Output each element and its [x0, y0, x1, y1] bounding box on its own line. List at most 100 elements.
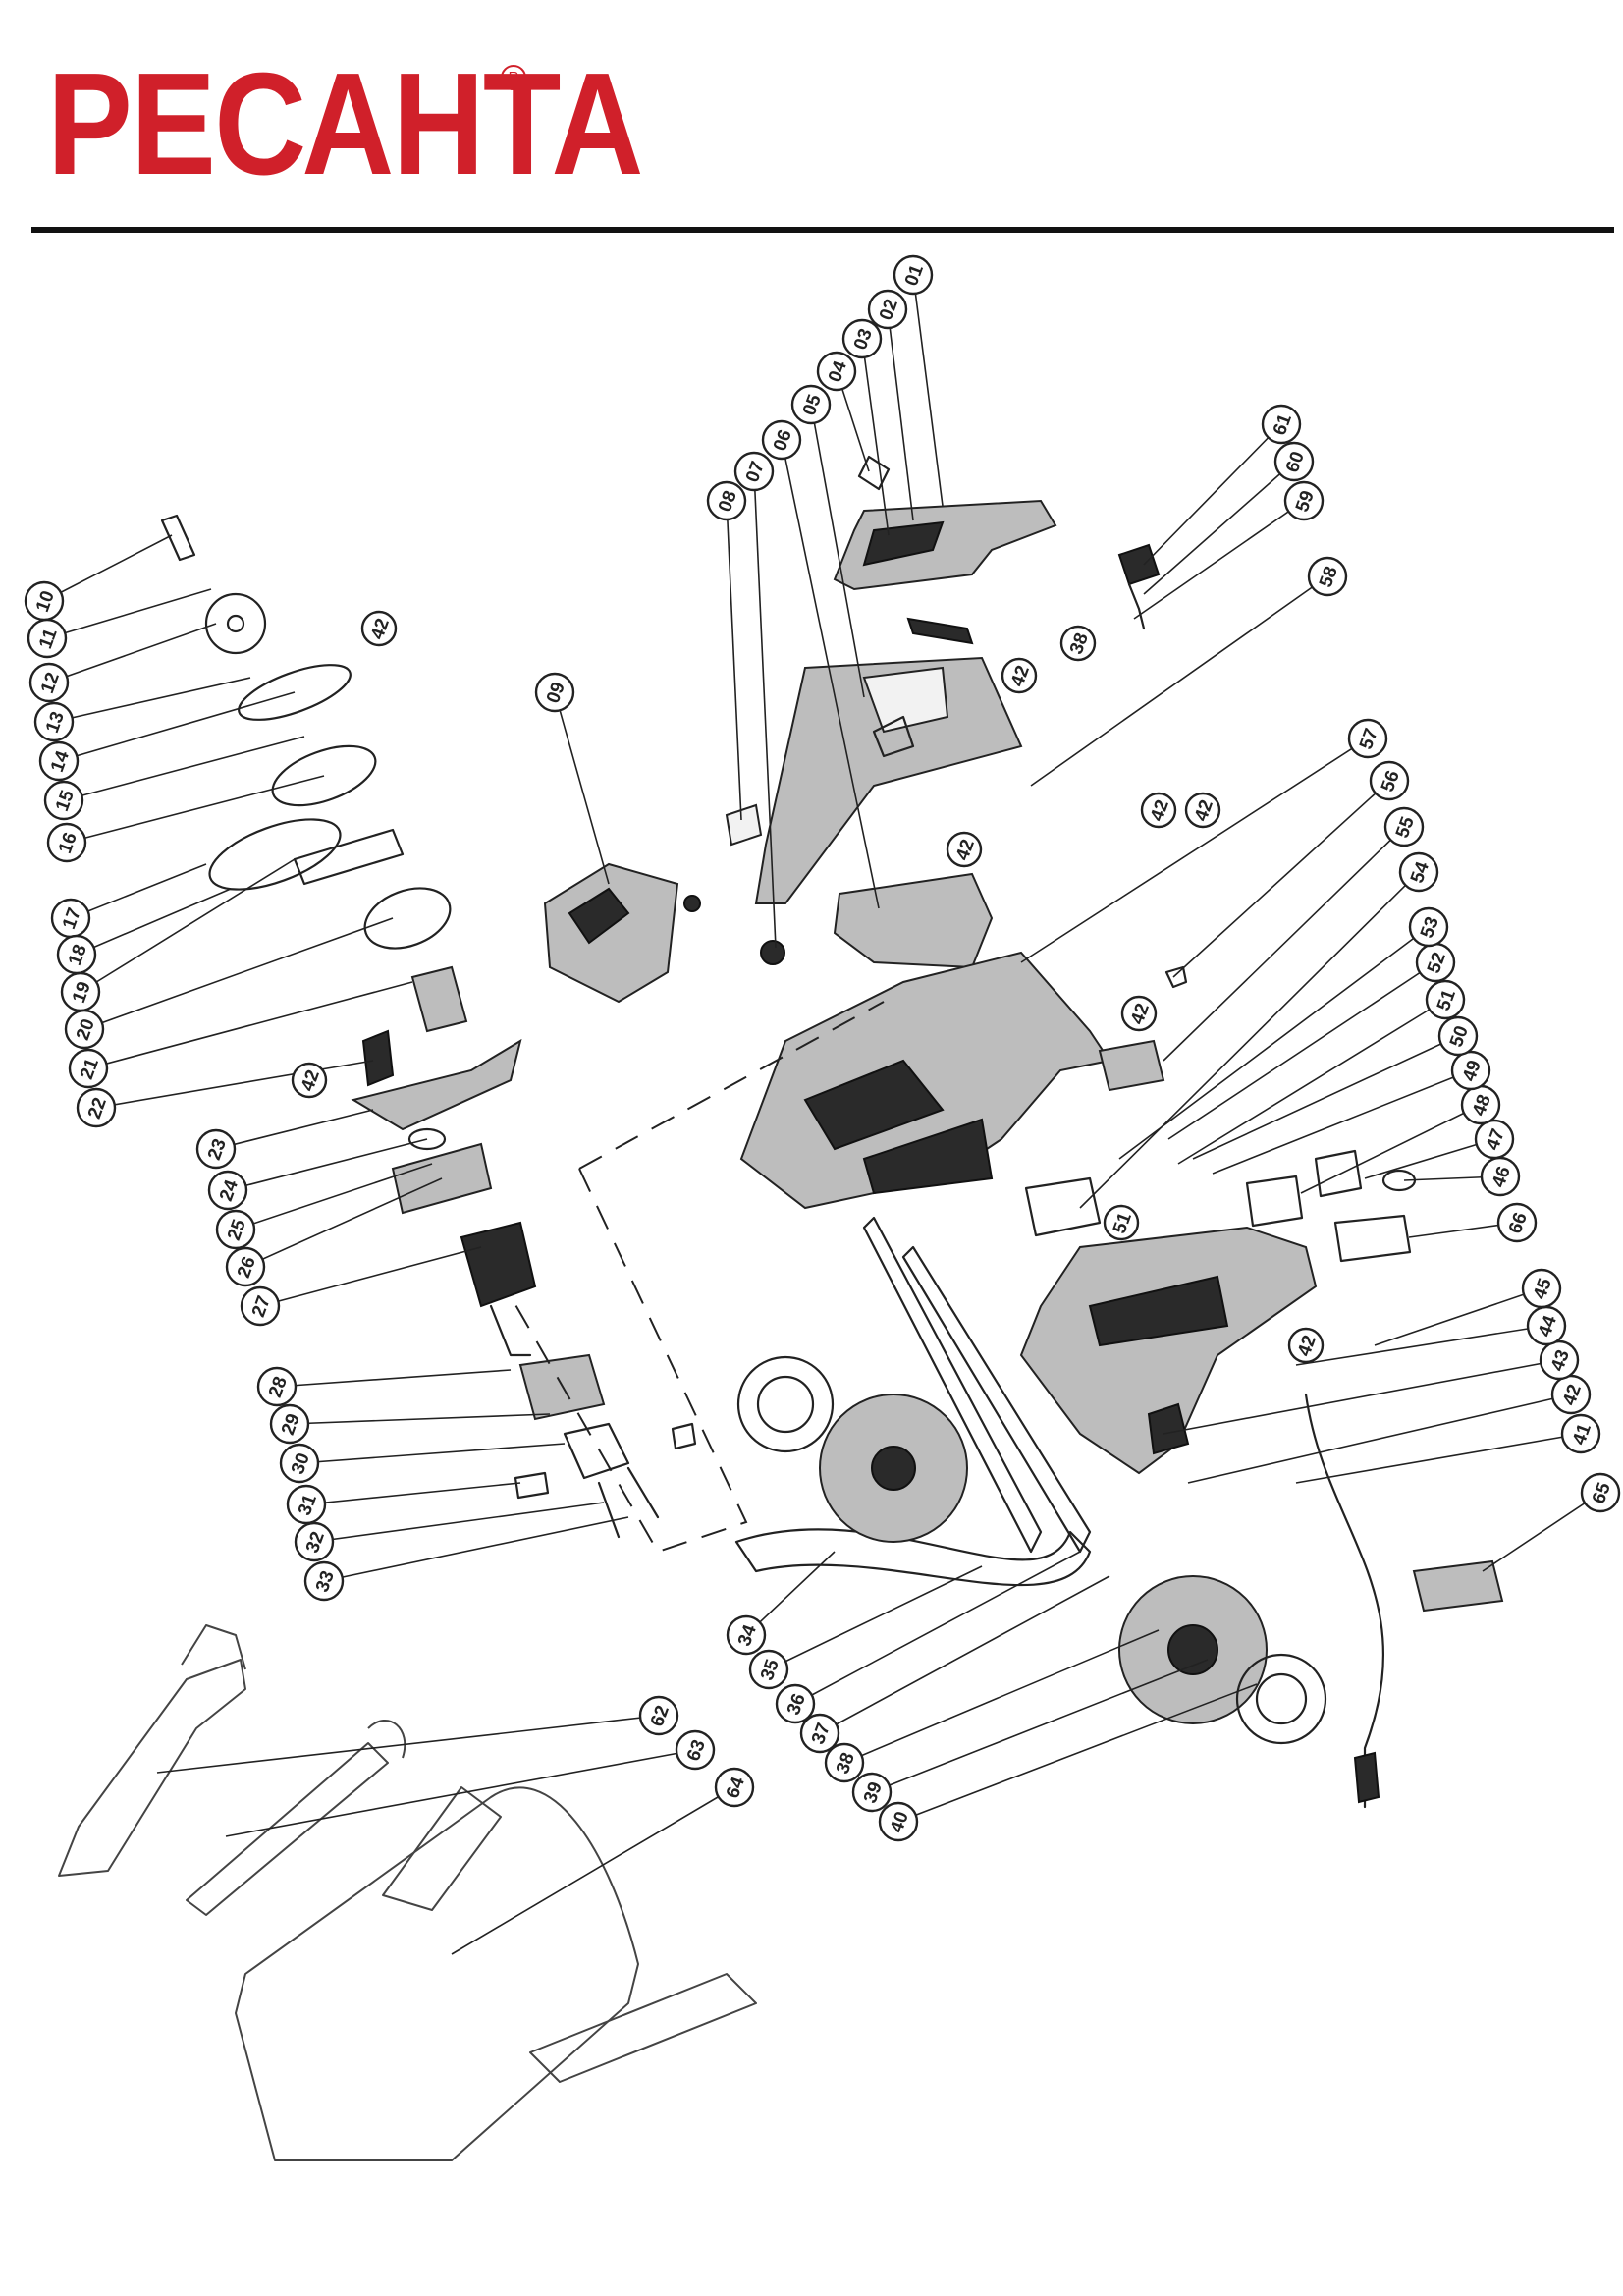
registered-mark: R	[501, 65, 526, 90]
leader-59	[1133, 500, 1305, 620]
leader-47	[1364, 1138, 1495, 1179]
inline-callout-42-1: 42	[360, 610, 398, 647]
callout-40: 40	[878, 1801, 919, 1842]
leader-39	[871, 1659, 1209, 1793]
callout-57: 57	[1347, 718, 1388, 759]
callout-41: 41	[1560, 1413, 1601, 1454]
callout-52: 52	[1415, 942, 1456, 983]
callout-17: 17	[50, 898, 91, 939]
leader-09	[554, 691, 610, 885]
leader-49	[1212, 1069, 1472, 1175]
leader-16	[66, 775, 325, 844]
callout-45: 45	[1521, 1268, 1562, 1309]
callout-39: 39	[851, 1772, 893, 1813]
callout-25: 25	[215, 1209, 256, 1250]
leader-57	[1020, 738, 1369, 963]
callout-37: 37	[799, 1713, 840, 1754]
inline-callout-42-4: 42	[1184, 792, 1221, 829]
leader-45	[1374, 1287, 1542, 1346]
callout-22: 22	[76, 1087, 117, 1128]
callout-32: 32	[294, 1521, 335, 1562]
leader-03	[861, 338, 890, 536]
callout-01: 01	[893, 254, 934, 296]
inline-callout-42-2: 42	[946, 831, 983, 868]
leader-20	[83, 917, 394, 1030]
callout-07: 07	[733, 451, 775, 492]
leader-53	[1118, 926, 1430, 1160]
leader-25	[235, 1163, 433, 1230]
part-shapes	[160, 455, 1504, 1809]
callout-34: 34	[726, 1614, 767, 1656]
callout-47: 47	[1474, 1119, 1515, 1160]
leader-48	[1300, 1104, 1482, 1194]
leader-15	[63, 736, 305, 801]
leader-55	[1163, 826, 1405, 1062]
inline-callout-42-0: 42	[1001, 657, 1038, 694]
callout-35: 35	[748, 1649, 789, 1690]
callout-44: 44	[1526, 1305, 1567, 1346]
leader-38	[843, 1629, 1160, 1764]
leader-50	[1192, 1035, 1459, 1160]
leader-51	[1177, 999, 1446, 1165]
callout-05: 05	[790, 384, 832, 425]
tool-62-handle	[58, 1659, 246, 1877]
leader-31	[305, 1482, 521, 1505]
leader-63	[225, 1749, 696, 1837]
callout-11: 11	[27, 618, 68, 659]
callout-24: 24	[207, 1170, 248, 1211]
inline-callout-42-3: 42	[1140, 792, 1177, 829]
callout-48: 48	[1460, 1084, 1501, 1125]
callout-29: 29	[269, 1403, 310, 1445]
callout-15: 15	[43, 780, 84, 821]
leader-54	[1079, 871, 1420, 1209]
inline-callout-42-7: 42	[1287, 1327, 1325, 1364]
inline-callout-38-8: 38	[1059, 625, 1097, 662]
leader-10	[43, 534, 173, 602]
callout-04: 04	[816, 351, 857, 392]
callout-59: 59	[1283, 480, 1325, 521]
leader-33	[323, 1516, 629, 1582]
leader-65	[1482, 1492, 1601, 1572]
leader-40	[897, 1683, 1258, 1823]
brand-logo: РЕСАНТА	[47, 52, 723, 197]
callout-23: 23	[195, 1128, 237, 1170]
callout-58: 58	[1307, 556, 1348, 597]
callout-26: 26	[225, 1246, 266, 1287]
leader-13	[53, 677, 251, 723]
callout-02: 02	[867, 289, 908, 330]
callout-20: 20	[64, 1009, 105, 1050]
callout-31: 31	[286, 1484, 327, 1525]
leader-30	[298, 1443, 566, 1464]
leader-43	[1163, 1359, 1560, 1435]
callout-51: 51	[1425, 979, 1466, 1020]
leader-21	[87, 981, 413, 1069]
callout-16: 16	[46, 822, 87, 863]
leader-60	[1143, 461, 1295, 595]
header-rule	[31, 227, 1614, 233]
callout-labels: 0102030405060708091011121314151617181920…	[24, 254, 1621, 1842]
leader-26	[244, 1177, 443, 1268]
callout-14: 14	[38, 740, 80, 782]
leader-24	[227, 1138, 428, 1191]
callout-18: 18	[56, 934, 97, 975]
leader-36	[794, 1551, 1081, 1705]
leader-62	[156, 1715, 660, 1774]
inline-callout-42-6: 42	[291, 1062, 328, 1099]
callout-10: 10	[24, 580, 65, 622]
callout-36: 36	[775, 1683, 816, 1724]
callout-56: 56	[1369, 760, 1410, 801]
leader-29	[289, 1413, 551, 1425]
leader-56	[1172, 780, 1390, 978]
callout-21: 21	[68, 1048, 109, 1089]
callout-27: 27	[240, 1285, 281, 1327]
leader-07	[753, 470, 777, 949]
callout-64: 64	[714, 1767, 755, 1808]
callout-19: 19	[60, 971, 101, 1012]
leader-44	[1295, 1325, 1547, 1366]
callout-13: 13	[33, 701, 75, 742]
leader-01	[912, 274, 944, 507]
callout-54: 54	[1398, 851, 1439, 893]
callout-46: 46	[1480, 1156, 1521, 1197]
leader-35	[768, 1565, 983, 1670]
